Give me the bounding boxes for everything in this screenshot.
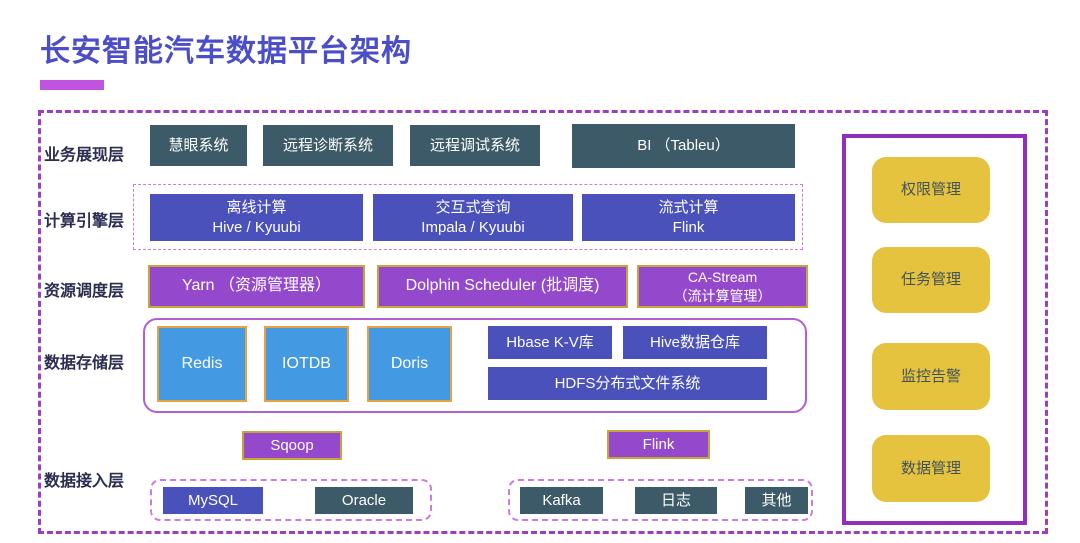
box-permission-management: 权限管理 <box>872 157 990 223</box>
compute-engine-group: 离线计算 Hive / Kyuubi 交互式查询 Impala / Kyuubi… <box>133 184 803 250</box>
box-interactive-query-cn: 交互式查询 <box>435 199 511 216</box>
box-ca-stream-name: CA-Stream <box>687 269 758 286</box>
box-offline-compute-cn: 离线计算 <box>226 199 287 216</box>
layer-label-scheduling: 资源调度层 <box>44 283 125 300</box>
box-oracle: Oracle <box>315 487 413 514</box>
box-hive-warehouse: Hive数据仓库 <box>623 326 767 359</box>
box-other: 其他 <box>745 487 808 514</box>
box-hbase: Hbase K-V库 <box>488 326 612 359</box>
box-ca-stream: CA-Stream （流计算管理） <box>637 265 808 308</box>
box-offline-compute: 离线计算 Hive / Kyuubi <box>150 194 363 241</box>
box-data-management: 数据管理 <box>872 435 990 502</box>
box-doris: Doris <box>367 326 452 402</box>
box-iotdb: IOTDB <box>264 326 349 402</box>
box-offline-compute-en: Hive / Kyuubi <box>212 218 301 236</box>
box-stream-compute-cn: 流式计算 <box>658 199 719 216</box>
box-stream-compute: 流式计算 Flink <box>582 194 795 241</box>
stream-source-group: Kafka 日志 其他 <box>508 479 813 521</box>
box-redis: Redis <box>157 326 247 402</box>
box-yarn: Yarn （资源管理器） <box>148 265 365 308</box>
box-logs: 日志 <box>635 487 717 514</box>
box-bi-tableau: BI （Tableu） <box>572 124 795 168</box>
page-title: 长安智能汽车数据平台架构 <box>40 35 412 68</box>
management-panel: 权限管理 任务管理 监控告警 数据管理 <box>842 134 1027 525</box>
box-mysql: MySQL <box>163 487 263 514</box>
box-hdfs: HDFS分布式文件系统 <box>488 367 767 400</box>
layer-label-compute: 计算引擎层 <box>44 213 125 230</box>
box-sqoop: Sqoop <box>242 431 342 460</box>
layer-label-storage: 数据存储层 <box>44 355 125 372</box>
box-dolphin-scheduler: Dolphin Scheduler (批调度) <box>377 265 628 308</box>
layer-label-presentation: 业务展现层 <box>44 147 125 164</box>
box-task-management: 任务管理 <box>872 247 990 313</box>
box-flink-ingest: Flink <box>607 430 710 459</box>
storage-group: Redis IOTDB Doris Hbase K-V库 Hive数据仓库 HD… <box>143 318 807 413</box>
box-stream-compute-en: Flink <box>672 218 705 236</box>
box-monitoring-alerts: 监控告警 <box>872 343 990 410</box>
box-interactive-query: 交互式查询 Impala / Kyuubi <box>373 194 573 241</box>
box-remote-diagnosis-system: 远程诊断系统 <box>263 125 393 166</box>
box-ca-stream-desc: （流计算管理） <box>673 287 772 304</box>
box-interactive-query-en: Impala / Kyuubi <box>421 218 525 236</box>
box-huiyan-system: 慧眼系统 <box>150 125 247 166</box>
db-source-group: MySQL Oracle <box>150 479 432 521</box>
diagram-frame <box>38 110 1048 534</box>
layer-label-ingestion: 数据接入层 <box>44 473 125 490</box>
box-kafka: Kafka <box>520 487 603 514</box>
box-remote-debug-system: 远程调试系统 <box>410 125 540 166</box>
title-underline <box>40 80 104 90</box>
